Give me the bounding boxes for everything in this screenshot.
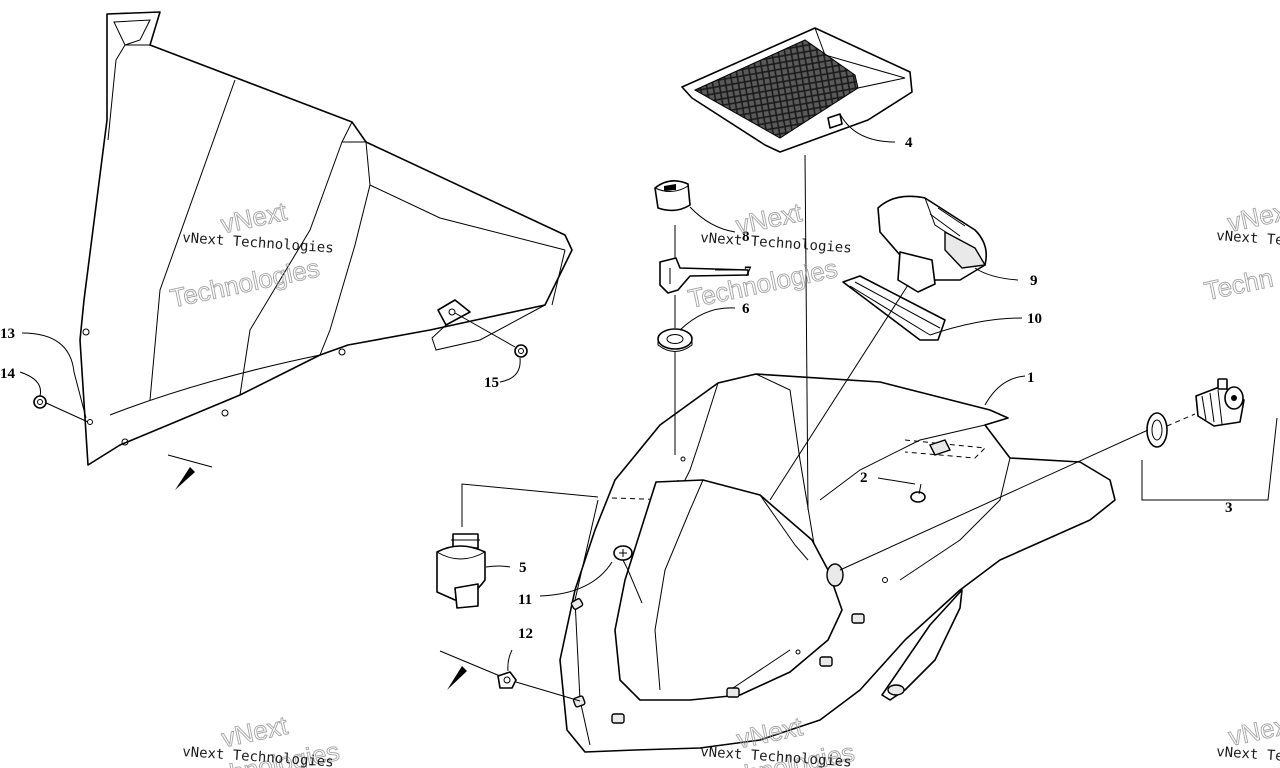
callout-11: 11	[518, 592, 532, 608]
storage-net	[681, 27, 913, 153]
watermark-text: vNext Technologies	[700, 230, 852, 257]
callout-9: 9	[1030, 273, 1038, 289]
callout-5: 5	[519, 560, 527, 576]
nut	[657, 328, 693, 352]
windshield	[79, 11, 573, 466]
leader-lines	[19, 113, 1278, 672]
callout-labels: 1 2 3 4 5 6 7 8 9 10 11 12 13 14 15	[0, 135, 1233, 642]
fastener-15	[454, 312, 528, 358]
callout-4: 4	[905, 135, 913, 151]
callout-3: 3	[1225, 500, 1233, 516]
screw-2	[910, 483, 926, 503]
callout-1: 1	[1027, 370, 1035, 386]
callout-13: 13	[0, 326, 15, 342]
callout-10: 10	[1027, 311, 1042, 327]
assembly-lines	[461, 154, 1149, 702]
lock-cylinder	[436, 533, 486, 609]
hood	[559, 373, 1116, 753]
arrow-icon	[167, 454, 213, 490]
key	[659, 257, 749, 294]
watermark-text: vNext Te	[1216, 744, 1280, 765]
watermark-text: vNext Te	[1216, 228, 1280, 249]
callout-12: 12	[518, 626, 533, 642]
gasket	[842, 275, 946, 341]
socket-nut	[1146, 412, 1168, 448]
callout-8: 8	[742, 229, 750, 245]
fuel-cap	[877, 195, 988, 293]
callout-14: 14	[0, 366, 16, 382]
key-cap	[654, 180, 691, 212]
clip-12	[497, 671, 517, 689]
screw-11	[613, 545, 633, 571]
power-socket	[1195, 378, 1245, 427]
callout-6: 6	[742, 301, 750, 317]
callout-15: 15	[484, 375, 499, 391]
callout-7: 7	[744, 264, 752, 280]
callout-2: 2	[860, 470, 868, 486]
watermark-bottom: Techn	[1202, 262, 1276, 306]
watermark-bottom: Technologies	[685, 253, 840, 314]
arrow-icon	[439, 650, 501, 690]
